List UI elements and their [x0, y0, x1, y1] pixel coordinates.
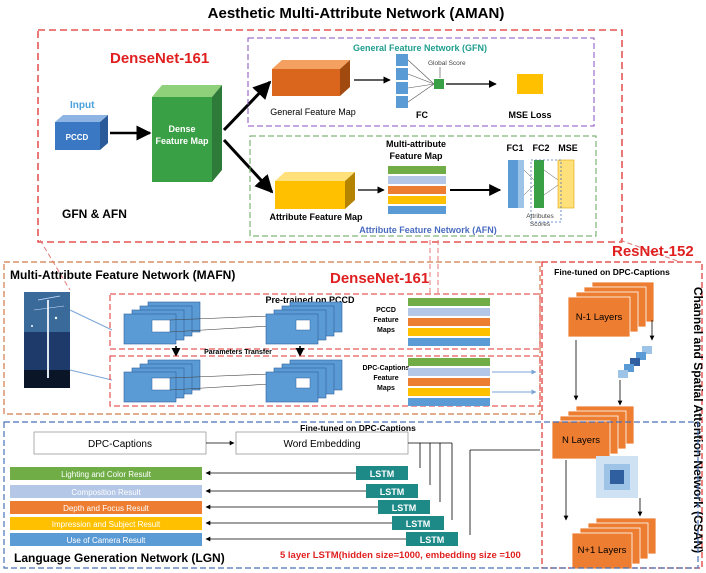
n-plus-1-label: N+1 Layers — [578, 545, 627, 556]
pretrained-layers-right — [265, 301, 343, 345]
multi-attribute-feature-stack — [388, 166, 446, 214]
dpc-link-a — [169, 373, 271, 379]
pretrained-label: Pre-trained on PCCD — [265, 295, 355, 305]
fc2-label: FC2 — [532, 143, 549, 153]
n-layers-stack — [551, 405, 635, 460]
input-label: Input — [70, 100, 95, 111]
mafn-backbone-label: DenseNet-161 — [330, 270, 429, 287]
pretrained-link-b — [169, 325, 271, 333]
aman-backbone-label: DenseNet-161 — [110, 50, 209, 67]
n-minus-1-label: N-1 Layers — [576, 312, 623, 323]
n-layers-label: N Layers — [562, 435, 600, 446]
lgn-region-border — [3, 421, 699, 569]
multi-attribute-label-l1: Multi-attribute — [386, 139, 446, 149]
n-minus-1-layers-stack — [567, 281, 655, 338]
afn-region-border — [249, 135, 597, 237]
diagram-title: Aesthetic Multi-Attribute Network (AMAN) — [208, 5, 505, 22]
pccd-maps-l3: Maps — [377, 327, 395, 334]
result-bars — [10, 467, 202, 546]
attribute-scores-l1: Attributes — [526, 213, 554, 220]
dense-feature-map-cube — [152, 85, 222, 182]
lgn-title: Language Generation Network (LGN) — [14, 551, 225, 565]
lgn-finetuned-label: Fine-tuned on DPC-Captions — [300, 423, 416, 433]
result-label-composition: Composition Result — [71, 488, 141, 497]
dpc-maps-l1: DPC-Captions — [362, 365, 409, 372]
fc1-label: FC1 — [506, 143, 523, 153]
global-score-label: Global Score — [428, 60, 466, 67]
result-bar-composition — [10, 485, 202, 498]
spatial-attention-map — [596, 456, 638, 498]
afn-fc-layers — [508, 159, 575, 209]
pretrained-link-a — [169, 315, 271, 321]
result-label-lighting: Lighting and Color Result — [61, 470, 152, 479]
attribute-feature-map-label: Attribute Feature Map — [269, 212, 363, 222]
lstm-label-3: LSTM — [392, 503, 417, 513]
fc-neurons — [396, 54, 444, 108]
pccd-maps-l2: Feature — [373, 317, 398, 324]
pccd-input-label: PCCD — [66, 133, 89, 142]
dpc-region-border — [109, 355, 541, 407]
afn-title: Attribute Feature Network (AFN) — [359, 225, 497, 235]
dpc-layers-right — [265, 359, 343, 403]
lstm-label-4: LSTM — [406, 519, 431, 529]
mse-loss-block — [517, 74, 543, 94]
dpc-maps-l3: Maps — [377, 385, 395, 392]
dense-to-afn-arrow — [222, 138, 274, 194]
lstm-label-2: LSTM — [380, 487, 405, 497]
result-label-camera: Use of Camera Result — [67, 536, 146, 545]
aman-region-border — [37, 29, 623, 243]
word-embedding-label: Word Embedding — [283, 439, 360, 450]
channel-attention-blocks — [618, 346, 652, 378]
result-label-impression: Impression and Subject Result — [52, 520, 161, 529]
result-bar-camera — [10, 533, 202, 546]
n-plus-1-layers-stack — [571, 517, 657, 570]
gfn-afn-label: GFN & AFN — [62, 207, 127, 221]
dpc-feature-stack — [408, 358, 490, 406]
dpc-link-b — [169, 383, 271, 391]
gfn-title: General Feature Network (GFN) — [353, 43, 487, 53]
attribute-feature-map-block — [275, 172, 355, 209]
attribute-scores-bracket — [530, 159, 562, 223]
general-feature-map-block — [272, 60, 350, 96]
dpc-layers-left — [123, 359, 201, 403]
result-bar-depth — [10, 501, 202, 514]
lstm-note: 5 layer LSTM(hidden size=1000, embedding… — [280, 550, 521, 561]
projection-line-a — [39, 239, 71, 291]
photo-to-pretrained-line — [69, 309, 113, 331]
result-bar-lighting — [10, 467, 202, 480]
csan-backbone-label: ResNet-152 — [612, 243, 694, 260]
photo-to-dpc-line — [69, 369, 113, 381]
pccd-feature-stack — [408, 298, 490, 346]
csan-title: Channel and Spatial Attention Network (C… — [691, 287, 705, 553]
dpc-maps-l2: Feature — [373, 375, 398, 382]
mse-label: MSE — [558, 143, 578, 153]
dense-label-l1: Dense — [168, 124, 195, 134]
fc-label: FC — [416, 110, 428, 120]
pccd-input-block — [55, 115, 108, 150]
dense-label-l2: Feature Map — [155, 136, 209, 146]
projection-line-b — [619, 239, 681, 263]
result-bar-impression — [10, 517, 202, 530]
gfn-region-border — [247, 37, 595, 127]
attribute-scores-l2: Scores — [530, 221, 551, 228]
pretrained-layers-left — [123, 301, 201, 345]
dpc-captions-label: DPC-Captions — [88, 439, 152, 450]
result-label-depth: Depth and Focus Result — [63, 504, 150, 513]
csan-finetuned-label: Fine-tuned on DPC-Captions — [554, 267, 670, 277]
mafn-title: Multi-Attribute Feature Network (MAFN) — [10, 268, 235, 282]
lstm-label-5: LSTM — [420, 535, 445, 545]
multi-attribute-label-l2: Feature Map — [389, 151, 443, 161]
general-feature-map-label: General Feature Map — [270, 107, 356, 117]
dense-to-gfn-arrow — [222, 80, 272, 132]
lstm-label-1: LSTM — [370, 469, 395, 479]
mse-loss-label: MSE Loss — [508, 110, 551, 120]
photo-thumbnail — [24, 292, 70, 388]
parameters-transfer-label: Parameters Transfer — [204, 349, 272, 356]
pccd-maps-l1: PCCD — [376, 307, 396, 314]
lstm-cells — [356, 466, 458, 546]
